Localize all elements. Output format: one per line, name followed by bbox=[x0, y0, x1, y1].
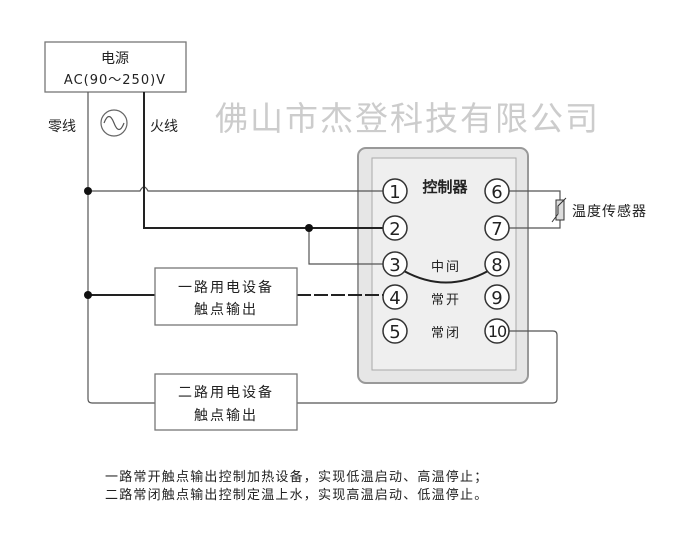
live-label: 火线 bbox=[150, 119, 178, 135]
live-wire bbox=[143, 92, 383, 229]
svg-text:6: 6 bbox=[491, 182, 502, 203]
device2-line1: 二路用电设备 bbox=[178, 384, 274, 401]
wire-live-to-pin3 bbox=[308, 228, 383, 265]
temperature-sensor-icon bbox=[555, 199, 565, 221]
device1-line1: 一路用电设备 bbox=[178, 279, 274, 296]
device2-box bbox=[154, 373, 298, 431]
note-line-2: 二路常闭触点输出控制定温上水，实现高温启动、低温停止。 bbox=[105, 487, 488, 503]
power-voltage: AC(90～250)V bbox=[64, 73, 166, 88]
watermark: 佛山市杰登科技有限公司 bbox=[215, 99, 600, 138]
power-box bbox=[44, 41, 187, 93]
label-normally-closed: 常闭 bbox=[431, 326, 461, 341]
sensor-label: 温度传感器 bbox=[572, 203, 647, 220]
junction-dot bbox=[305, 224, 313, 232]
pin-6: 6 bbox=[484, 178, 510, 204]
device1-box bbox=[154, 267, 298, 326]
controller-title: 控制器 bbox=[422, 178, 468, 196]
junction-dot bbox=[84, 291, 92, 299]
pin-2: 2 bbox=[382, 215, 408, 241]
neutral-label: 零线 bbox=[48, 119, 76, 135]
thermistor-mark bbox=[551, 197, 567, 223]
label-normally-open: 常开 bbox=[431, 293, 461, 308]
pin-10: 10 bbox=[484, 318, 510, 344]
svg-text:10: 10 bbox=[488, 322, 507, 341]
pin-4: 4 bbox=[382, 284, 408, 310]
relay-contact-arc bbox=[403, 270, 489, 284]
pin-5: 5 bbox=[382, 318, 408, 344]
pin-7: 7 bbox=[484, 215, 510, 241]
device2-line2: 触点输出 bbox=[194, 408, 258, 424]
device1-line2: 触点输出 bbox=[194, 302, 258, 318]
note-line-1: 一路常开触点输出控制加热设备，实现低温启动、高温停止； bbox=[105, 469, 488, 485]
svg-text:8: 8 bbox=[491, 255, 502, 276]
sine-wave-icon bbox=[100, 109, 128, 137]
junction-dot bbox=[84, 187, 92, 195]
svg-text:4: 4 bbox=[389, 288, 400, 309]
wire-neutral-to-pin1 bbox=[88, 186, 383, 192]
svg-text:7: 7 bbox=[491, 219, 502, 240]
svg-text:1: 1 bbox=[389, 182, 400, 203]
svg-text:3: 3 bbox=[389, 255, 400, 276]
label-common: 中间 bbox=[431, 260, 461, 275]
wire-device2-to-pin10 bbox=[297, 330, 558, 404]
pin-8: 8 bbox=[484, 251, 510, 277]
pin-1: 1 bbox=[382, 178, 408, 204]
pin-9: 9 bbox=[484, 284, 510, 310]
neutral-wire bbox=[87, 92, 155, 404]
pin-3: 3 bbox=[382, 251, 408, 277]
power-title: 电源 bbox=[101, 51, 129, 67]
svg-text:5: 5 bbox=[389, 322, 400, 343]
svg-text:2: 2 bbox=[389, 219, 400, 240]
svg-text:9: 9 bbox=[491, 288, 502, 309]
